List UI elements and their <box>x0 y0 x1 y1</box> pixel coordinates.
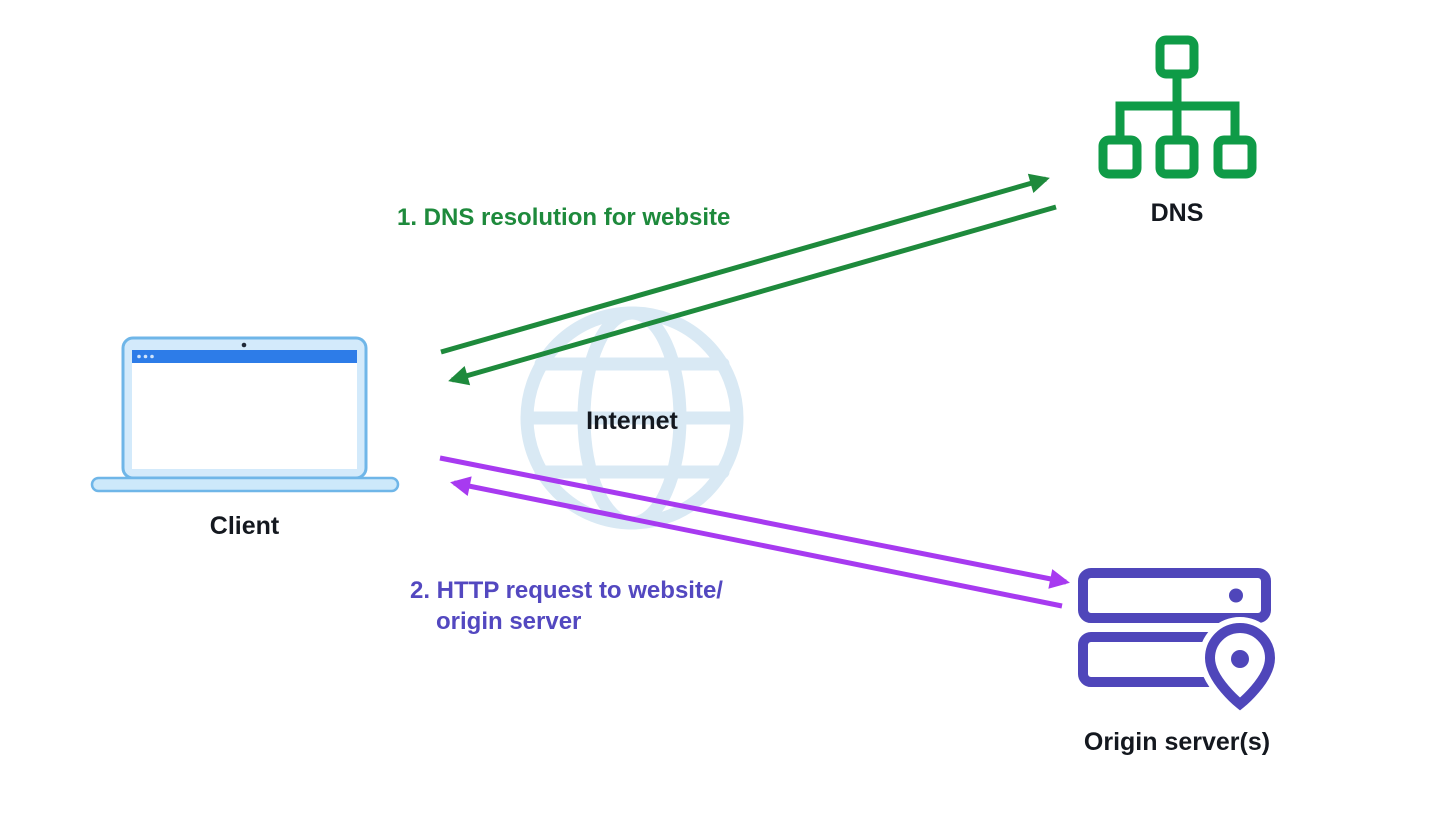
laptop-screen <box>132 350 357 469</box>
http-flow-label: 2. HTTP request to website/ origin serve… <box>410 575 723 637</box>
dns-tree-icon <box>1098 35 1257 179</box>
server-bar-top <box>1078 568 1271 623</box>
window-dot-icon <box>143 354 148 359</box>
window-dot-icon <box>137 354 141 359</box>
laptop-icon <box>90 336 400 493</box>
dns-response-arrow <box>448 204 1057 386</box>
dns-node-label: DNS <box>1150 199 1204 227</box>
dns-request-arrow <box>440 173 1050 355</box>
laptop-camera-dot <box>241 342 247 348</box>
pin-center-dot <box>1231 650 1249 668</box>
dns-flow-label: 1. DNS resolution for website <box>397 204 731 231</box>
laptop-base <box>90 476 400 493</box>
internet-globe-icon <box>520 306 744 530</box>
laptop-titlebar <box>132 350 357 363</box>
origin-server-node-label: Origin server(s) <box>1083 728 1271 756</box>
window-dot-icon <box>150 354 154 359</box>
server-led-dot <box>1229 588 1243 603</box>
client-node-label: Client <box>209 512 280 540</box>
internet-node-label: Internet <box>586 407 678 435</box>
server-stack-pin-icon <box>1078 568 1282 719</box>
http-response-arrow <box>450 476 1063 609</box>
http-request-arrow <box>439 455 1070 589</box>
http-flow-label-line2: origin server <box>436 608 582 635</box>
http-flow-label-line1: 2. HTTP request to website/ <box>410 577 723 604</box>
